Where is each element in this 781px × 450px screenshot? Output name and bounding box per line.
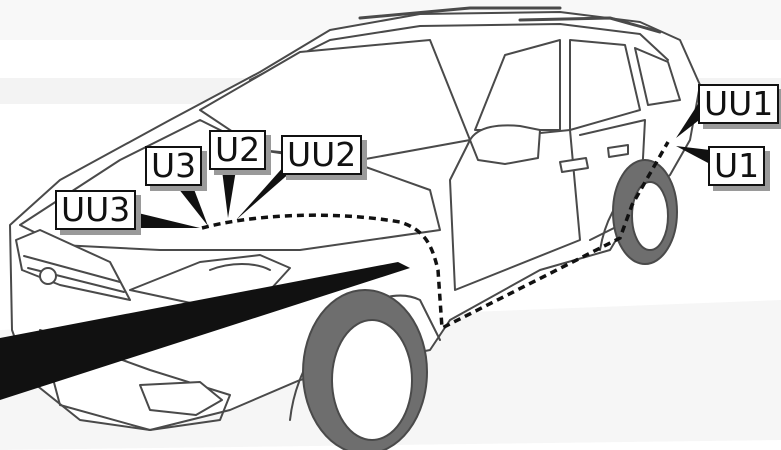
callout-uu3: UU3 xyxy=(55,190,136,230)
callout-u3: U3 xyxy=(145,146,202,186)
front-wheel xyxy=(303,290,427,450)
rear-wheel xyxy=(613,160,677,264)
callout-uu1: UU1 xyxy=(698,84,779,124)
callout-u2: U2 xyxy=(209,130,266,170)
callout-u1: U1 xyxy=(708,146,765,186)
callout-uu2: UU2 xyxy=(281,135,362,175)
